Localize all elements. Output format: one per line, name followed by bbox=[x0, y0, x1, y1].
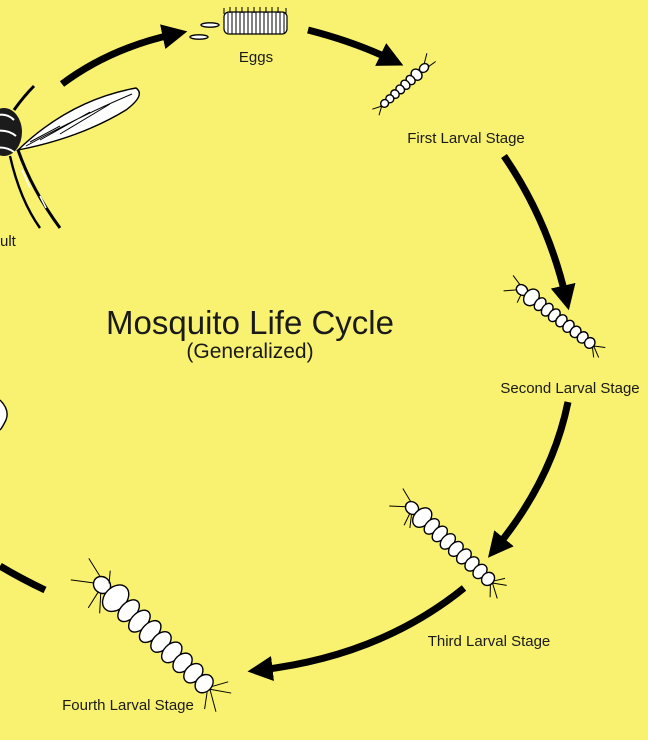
stage-label-eggs: Eggs bbox=[239, 49, 273, 66]
eggs-illustration bbox=[190, 7, 287, 39]
stage-label-fourth-larval: Fourth Larval Stage bbox=[62, 697, 194, 714]
pupa-edge-illustration bbox=[0, 400, 7, 430]
arrow-adult-to-eggs bbox=[62, 34, 175, 84]
third-larval-illustration bbox=[385, 486, 511, 606]
stage-label-second-larval: Second Larval Stage bbox=[500, 380, 639, 397]
diagram-subtitle: (Generalized) bbox=[186, 340, 313, 363]
adult-mosquito-illustration bbox=[0, 86, 139, 228]
egg-raft bbox=[224, 7, 287, 34]
second-larval-illustration bbox=[501, 273, 608, 363]
arrow-eggs-to-first-larval bbox=[308, 30, 392, 60]
stage-label-first-larval: First Larval Stage bbox=[407, 130, 525, 147]
arrow-first-to-second-larval bbox=[504, 156, 566, 298]
stage-label-third-larval: Third Larval Stage bbox=[428, 633, 551, 650]
leg-front bbox=[14, 86, 34, 110]
leg-mid bbox=[18, 150, 60, 228]
arrow-third-to-fourth-larval bbox=[260, 588, 464, 670]
stage-label-adult: ult bbox=[0, 233, 17, 250]
diagram-title: Mosquito Life Cycle bbox=[106, 304, 394, 341]
arrow-second-to-third-larval bbox=[496, 402, 568, 548]
arrow-fourth-to-next bbox=[0, 566, 45, 590]
first-larval-illustration bbox=[369, 53, 438, 117]
